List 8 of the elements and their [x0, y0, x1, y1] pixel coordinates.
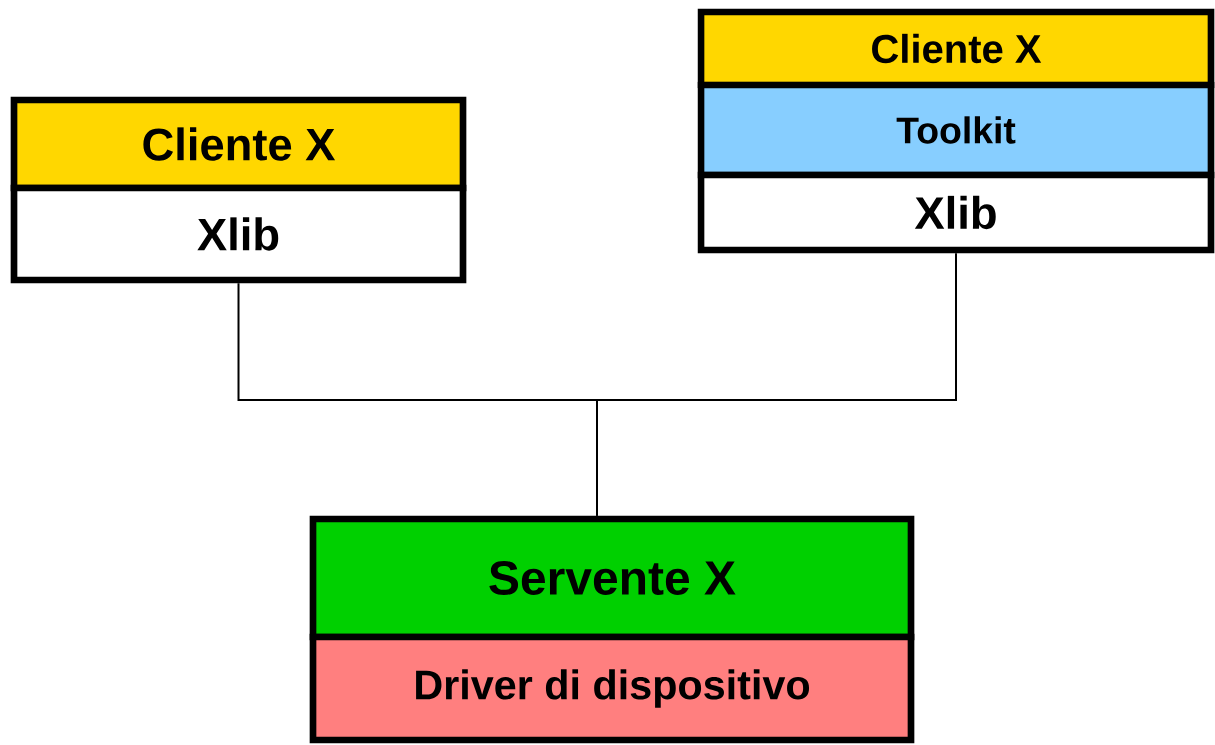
- connector-line: [596, 252, 957, 517]
- client-box: Cliente X: [697, 8, 1215, 89]
- library-box: Xlib: [697, 171, 1215, 254]
- driver-box: Driver di dispositivo: [309, 633, 915, 744]
- client-box: Cliente X: [10, 96, 467, 192]
- server-box: Servente X: [309, 515, 915, 641]
- toolkit-box: Toolkit: [697, 81, 1215, 179]
- library-box: Xlib: [10, 184, 467, 284]
